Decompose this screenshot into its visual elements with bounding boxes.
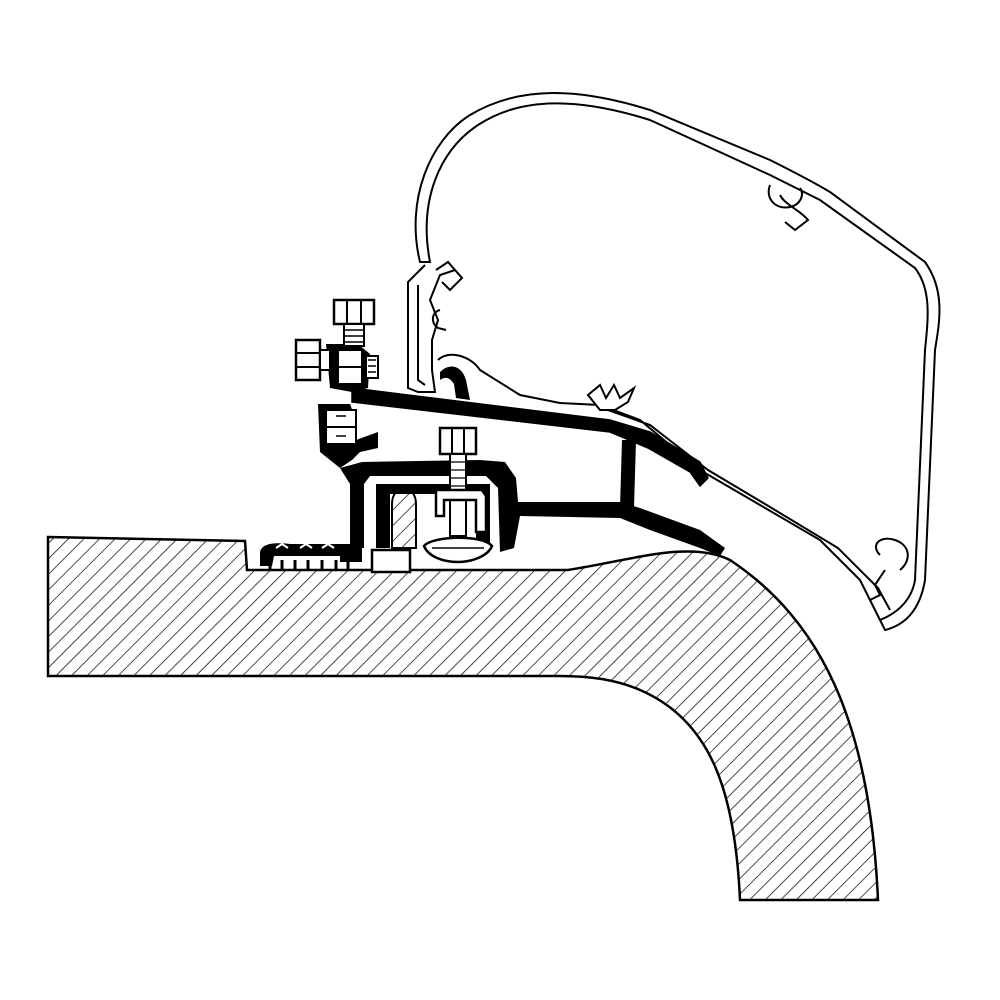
hex-bolt-upper (332, 298, 376, 385)
pocket-insert (391, 486, 417, 549)
clamp-nut-left (325, 409, 357, 445)
lower-hook-slot (869, 537, 909, 601)
awning-case (407, 92, 941, 632)
hex-bolt-side (294, 338, 379, 382)
case-claw-detail (586, 382, 637, 411)
roof-slot-left (370, 548, 412, 574)
vehicle-roof-section (46, 535, 880, 902)
rubber-strip (268, 542, 350, 570)
clamp-bolt (422, 426, 494, 564)
upper-hook-slot (767, 184, 810, 232)
